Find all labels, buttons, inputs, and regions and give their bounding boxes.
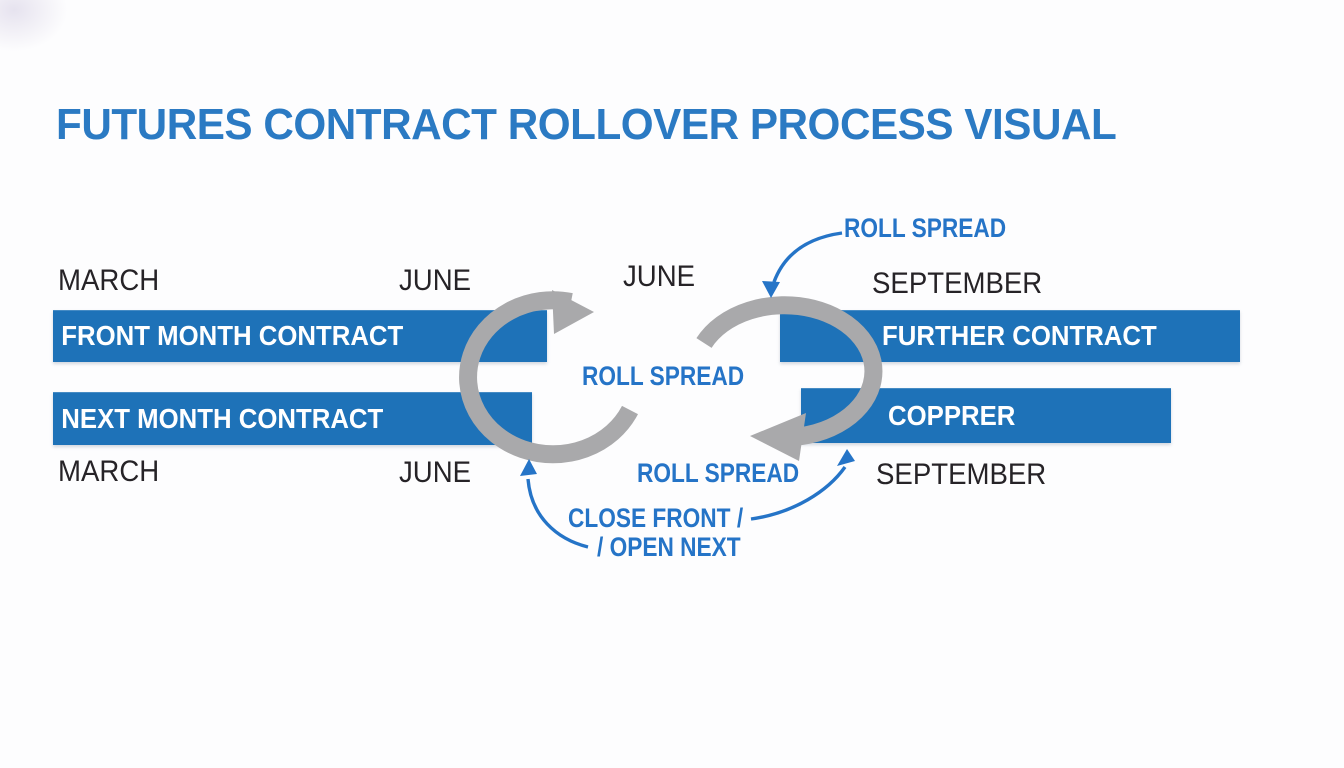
roll-spread-label-top: ROLL SPREAD [844,213,1007,243]
next-month-contract-bar: NEXT MONTH CONTRACT [53,392,532,445]
month-label-september-bottom: SEPTEMBER [876,458,1047,491]
month-label-june-top-left: JUNE [399,264,472,297]
next-month-contract-bar-label: NEXT MONTH CONTRACT [61,402,384,434]
copprer-bar-label: COPPRER [888,399,1016,431]
further-contract-bar-label: FURTHER CONTRACT [882,320,1157,351]
slide-title: FUTURES CONTRACT ROLLOVER PROCESS VISUAL [56,100,1117,149]
close-front-label: CLOSE FRONT / [568,503,744,533]
month-label-march-top: MARCH [58,264,160,297]
front-month-contract-bar-label: FRONT MONTH CONTRACT [61,320,404,351]
month-label-march-bottom: MARCH [58,455,160,488]
further-contract-bar: FURTHER CONTRACT [780,310,1240,362]
corner-smudge [0,0,68,52]
roll-spread-top-arrow-icon [762,231,843,298]
month-label-september-top: SEPTEMBER [872,267,1043,300]
month-label-june-bottom: JUNE [399,456,472,489]
roll-spread-label-bottom: ROLL SPREAD [637,458,800,488]
front-month-contract-bar: FRONT MONTH CONTRACT [53,310,547,362]
open-next-label: / OPEN NEXT [597,532,741,562]
roll-spread-label-center: ROLL SPREAD [582,361,745,391]
copprer-bar: COPPRER [801,388,1171,443]
month-label-june-top-center: JUNE [623,260,696,293]
